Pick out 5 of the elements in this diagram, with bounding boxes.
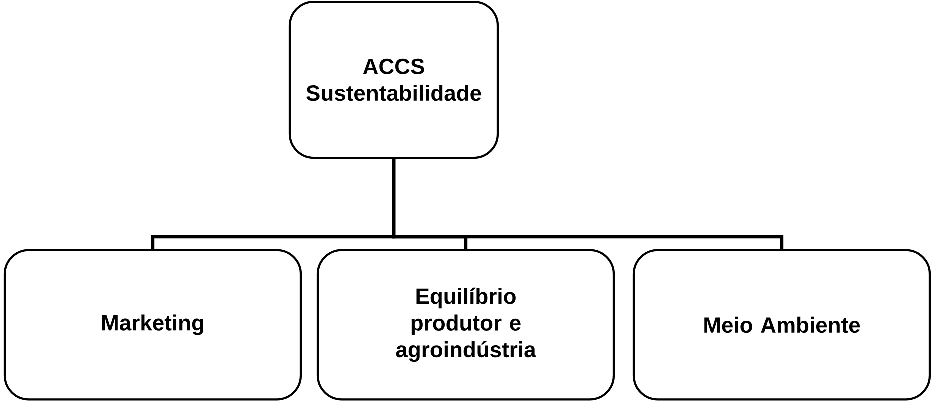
box: Equilíbrio produtor e agroindústria (316, 249, 616, 401)
connector-line (392, 159, 784, 250)
box: Meio Ambiente (632, 249, 932, 401)
box: ACCS Sustentabilidade (288, 0, 500, 160)
box: Marketing (4, 249, 302, 401)
